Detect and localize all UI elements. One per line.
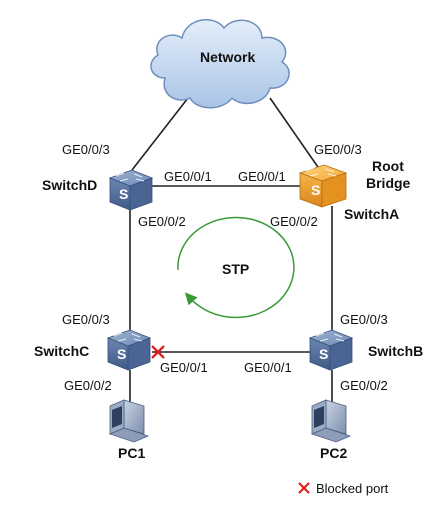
port-a-up: GE0/0/3 xyxy=(314,142,362,157)
stp-label: STP xyxy=(222,261,250,277)
blocked-port-x-icon xyxy=(151,345,165,359)
switchb-glyph: S xyxy=(319,346,328,362)
switchb-name: SwitchB xyxy=(368,343,424,359)
stp-rotation-arrow xyxy=(177,216,295,319)
port-c-right: GE0/0/1 xyxy=(160,360,208,375)
legend-blocked-label: Blocked port xyxy=(316,481,389,496)
port-d-up: GE0/0/3 xyxy=(62,142,110,157)
network-cloud-icon xyxy=(150,19,290,109)
port-a-left: GE0/0/1 xyxy=(238,169,286,184)
port-d-right: GE0/0/1 xyxy=(164,169,212,184)
switchb-icon xyxy=(308,329,354,371)
root-label-line2: Bridge xyxy=(366,175,411,191)
switcha-root-icon xyxy=(298,164,348,208)
switchc-name: SwitchC xyxy=(34,343,90,359)
switchd-glyph: S xyxy=(119,186,128,202)
cloud-label: Network xyxy=(200,49,256,65)
port-c-up: GE0/0/3 xyxy=(62,312,110,327)
link-cloud-switchd xyxy=(131,97,189,171)
port-b-up: GE0/0/3 xyxy=(340,312,388,327)
pc1-label: PC1 xyxy=(118,445,146,461)
port-b-down: GE0/0/2 xyxy=(340,378,388,393)
port-d-down: GE0/0/2 xyxy=(138,214,186,229)
pc2-label: PC2 xyxy=(320,445,348,461)
switchc-glyph: S xyxy=(117,346,126,362)
port-a-down: GE0/0/2 xyxy=(270,214,318,229)
pc2-icon xyxy=(310,399,352,443)
root-label-line1: Root xyxy=(372,158,404,174)
switchd-icon xyxy=(108,169,154,211)
legend-blocked-x-icon xyxy=(298,482,310,494)
switchd-name: SwitchD xyxy=(42,177,98,193)
switchc-icon xyxy=(106,329,152,371)
pc1-icon xyxy=(108,399,150,443)
link-cloud-switcha xyxy=(269,97,321,171)
port-b-left: GE0/0/1 xyxy=(244,360,292,375)
port-c-down: GE0/0/2 xyxy=(64,378,112,393)
switcha-glyph: S xyxy=(311,182,320,198)
switcha-name: SwitchA xyxy=(344,206,400,222)
